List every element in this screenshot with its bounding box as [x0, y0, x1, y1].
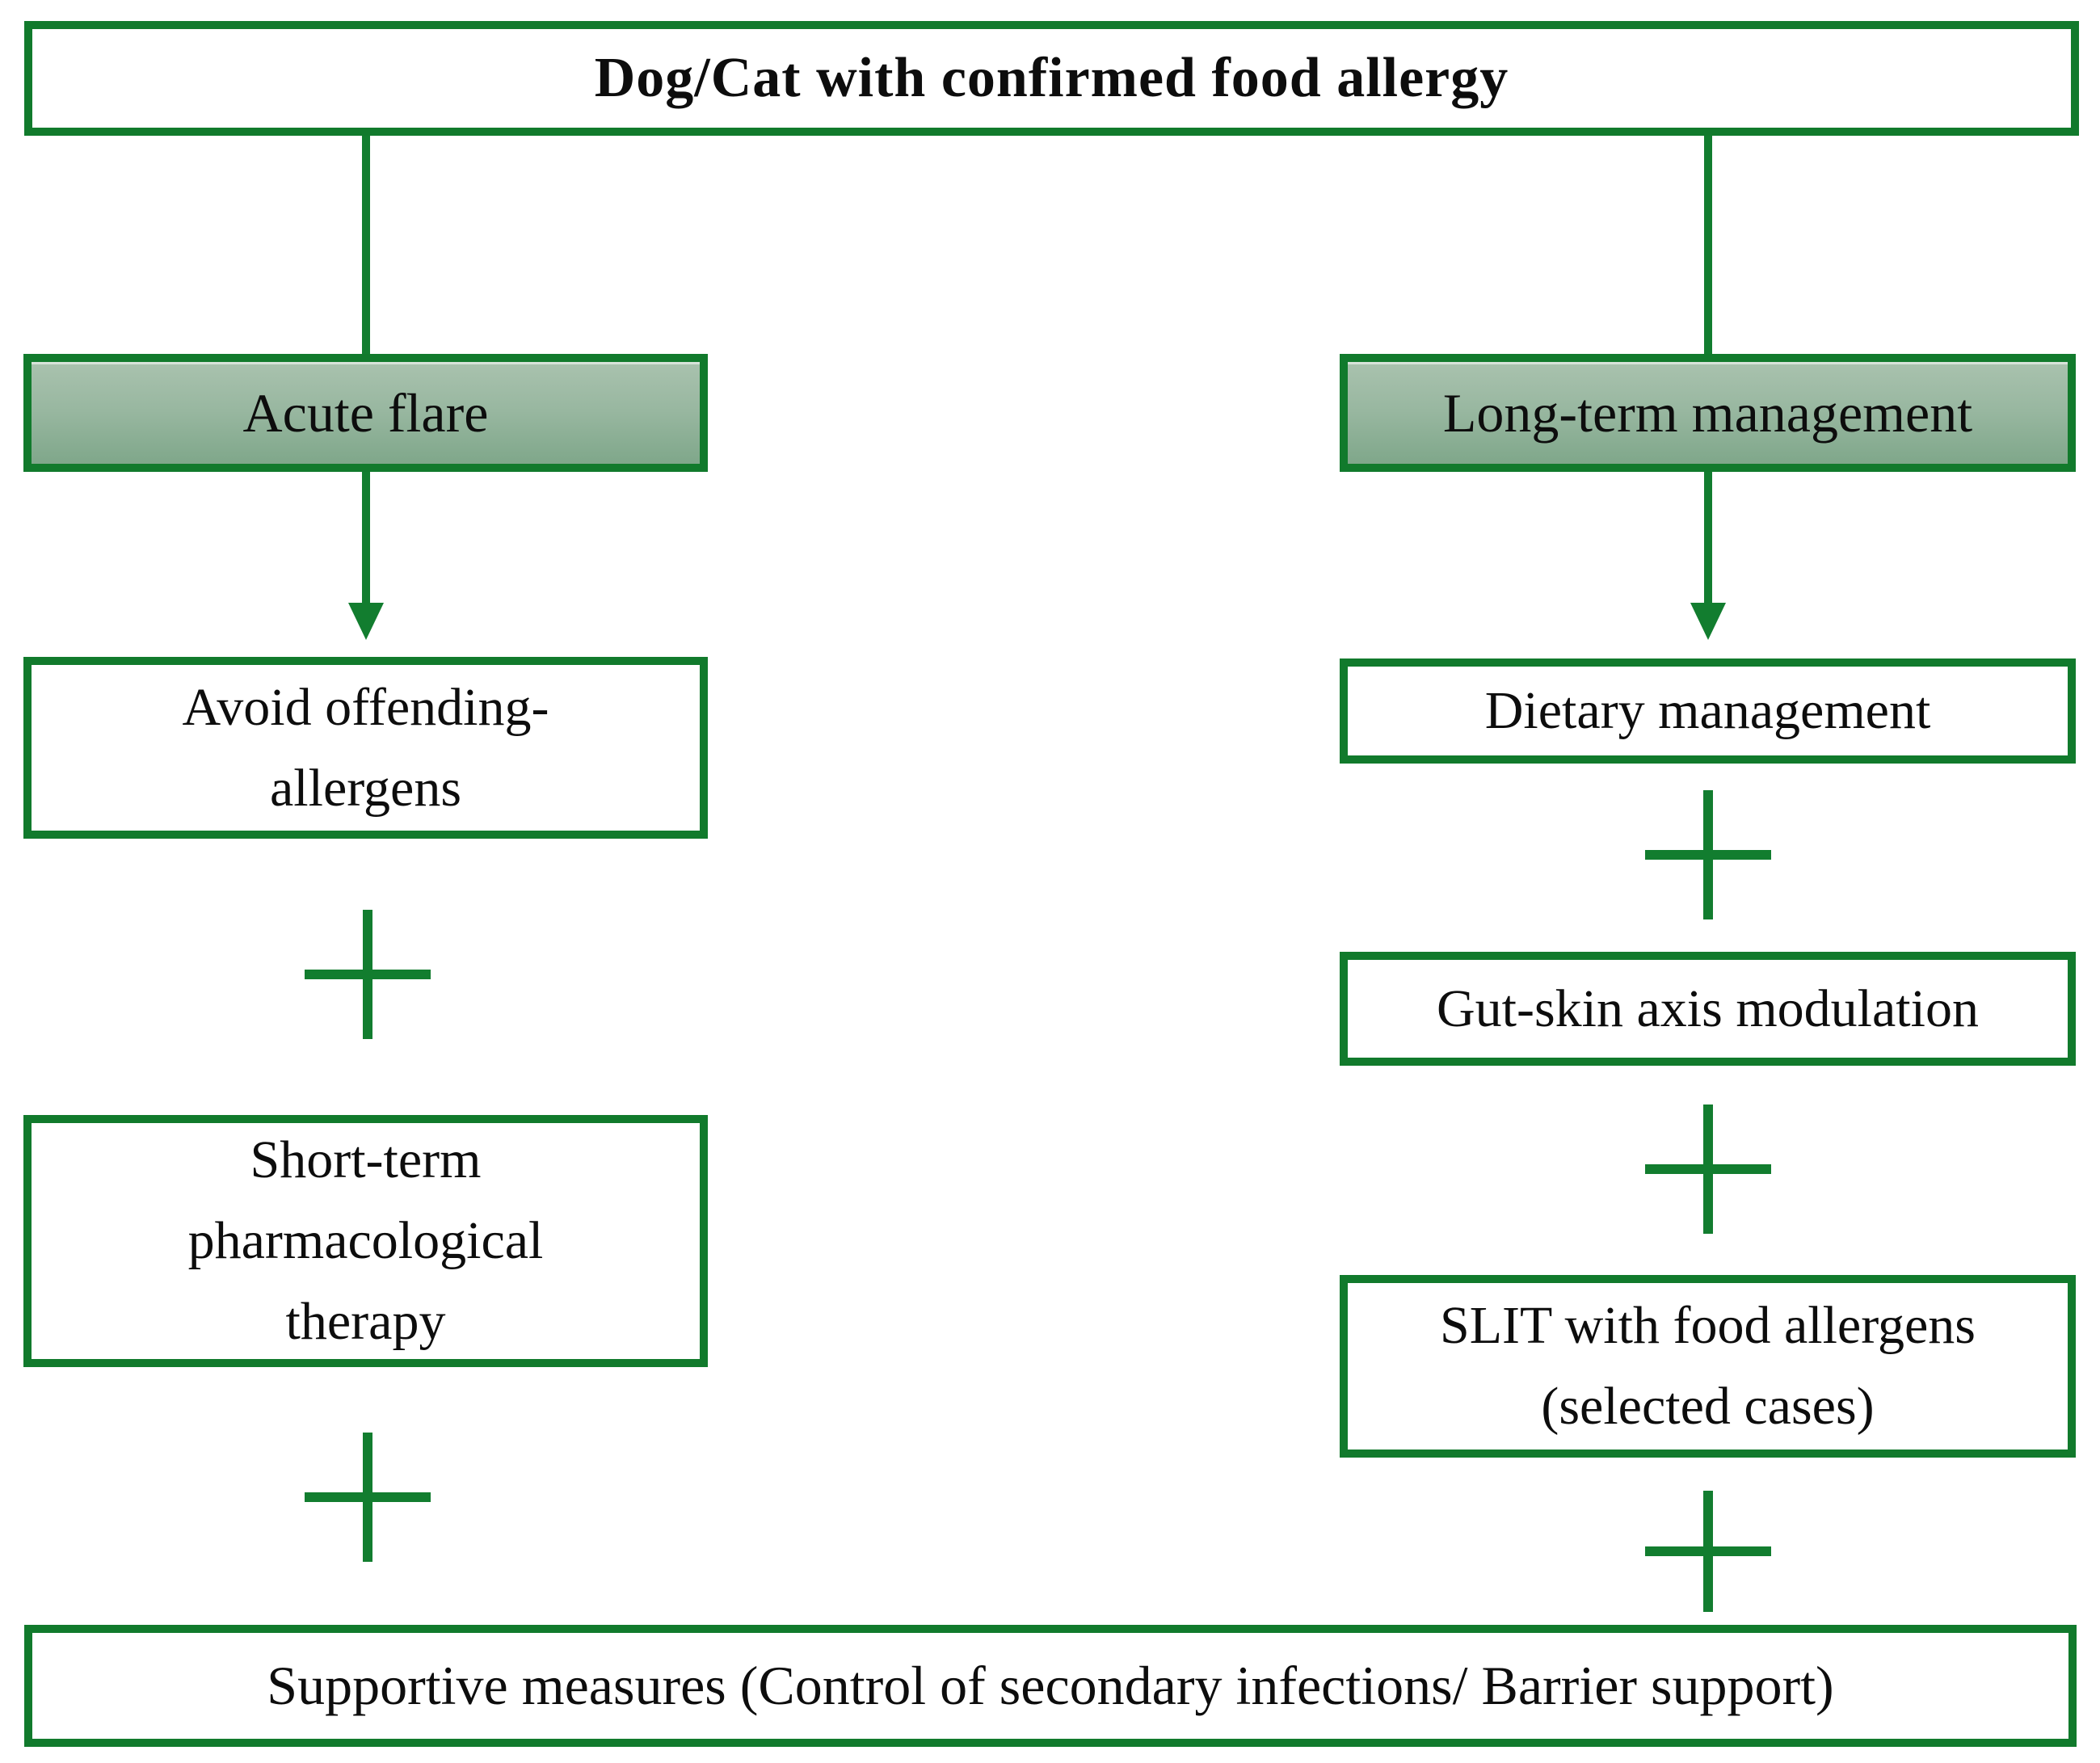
arrow-down-icon — [1690, 472, 1726, 640]
plus-horizontal-bar — [1645, 1546, 1771, 1556]
short-term-line3: therapy — [285, 1292, 446, 1351]
root-box: Dog/Cat with confirmed food allergy — [24, 21, 2079, 136]
avoid-allergens-line2: allergens — [269, 758, 462, 818]
arrow-head — [1690, 603, 1726, 640]
gut-skin-axis-modulation-label: Gut-skin axis modulation — [1437, 978, 1979, 1038]
avoid-allergens-line1: Avoid offending- — [182, 677, 549, 737]
long-term-management-label: Long-term management — [1442, 381, 1973, 444]
avoid-allergens-box: Avoid offending- allergens — [23, 657, 708, 839]
plus-icon — [1645, 1491, 1771, 1612]
root-label: Dog/Cat with confirmed food allergy — [594, 47, 1509, 109]
supportive-measures-label: Supportive measures (Control of secondar… — [267, 1655, 1834, 1716]
connector-line — [362, 136, 370, 354]
plus-icon — [1645, 1105, 1771, 1234]
connector-line — [1704, 136, 1712, 354]
short-term-line1: Short-term — [250, 1130, 482, 1189]
plus-horizontal-bar — [305, 970, 431, 979]
dietary-management-label: Dietary management — [1484, 681, 1931, 740]
acute-flare-label: Acute flare — [242, 381, 489, 444]
short-term-line2: pharmacological — [187, 1211, 544, 1270]
arrow-stem — [362, 472, 370, 603]
plus-horizontal-bar — [1645, 1164, 1771, 1174]
short-term-pharmacological-therapy-box: Short-term pharmacological therapy — [23, 1115, 708, 1367]
plus-horizontal-bar — [305, 1492, 431, 1502]
dietary-management-box: Dietary management — [1340, 658, 2076, 764]
plus-horizontal-bar — [1645, 850, 1771, 860]
acute-flare-box: Acute flare — [23, 354, 708, 472]
arrow-stem — [1704, 472, 1712, 603]
supportive-measures-box: Supportive measures (Control of secondar… — [24, 1625, 2077, 1747]
arrow-down-icon — [348, 472, 384, 640]
slit-food-allergens-box: SLIT with food allergens (selected cases… — [1340, 1275, 2076, 1458]
plus-icon — [1645, 790, 1771, 919]
slit-line1: SLIT with food allergens — [1440, 1296, 1976, 1355]
plus-icon — [305, 910, 431, 1039]
slit-line2: (selected cases) — [1541, 1377, 1875, 1436]
gut-skin-axis-modulation-box: Gut-skin axis modulation — [1340, 952, 2076, 1066]
arrow-head — [348, 603, 384, 640]
plus-icon — [305, 1433, 431, 1562]
long-term-management-box: Long-term management — [1340, 354, 2076, 472]
